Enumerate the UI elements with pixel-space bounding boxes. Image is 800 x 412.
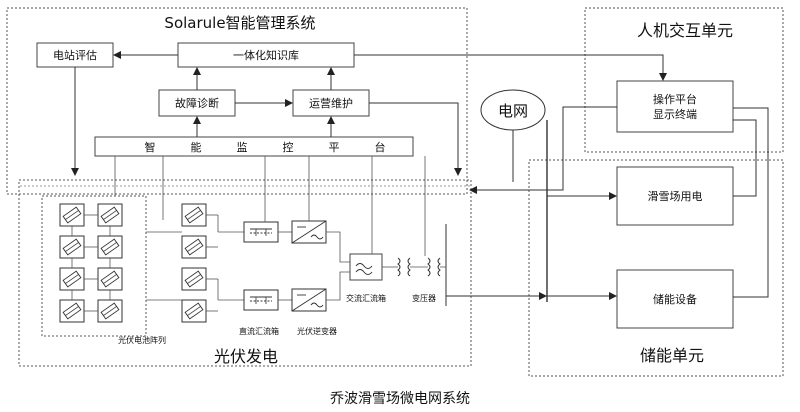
monitor-char-6: 台 (375, 140, 386, 154)
storage-device-label: 储能设备 (653, 292, 697, 306)
arrow-kb-to-hmi (354, 54, 667, 81)
signal-ski-hmi (733, 119, 757, 197)
management-title: Solarule智能管理系统 (164, 14, 315, 32)
ops-maint-label: 运营维护 (309, 96, 353, 110)
monitor-platform-box (94, 136, 414, 157)
arrow-hmi-to-field (469, 106, 617, 194)
transformer-coil-left (397, 257, 401, 277)
grid-label: 电网 (498, 102, 528, 120)
operate-platform-line1: 操作平台 (653, 92, 697, 106)
knowledge-base-box (177, 42, 355, 68)
ac-combiner-box (349, 253, 383, 281)
diagram-caption: 乔波滑雪场微电网系统 (330, 390, 470, 407)
pv-array-label: 光伏电池阵列 (118, 335, 166, 345)
operate-platform-box (616, 80, 734, 133)
pv-region (18, 179, 472, 367)
storage-device-box (616, 269, 734, 329)
transformer-coil-right (407, 257, 411, 277)
pv-inverter-label: 光伏逆变器 (297, 326, 337, 336)
pv-array-frame (41, 195, 147, 337)
ski-load-box (616, 166, 734, 226)
monitor-char-1: 智 (145, 140, 156, 154)
operate-platform-line2: 显示终端 (653, 107, 697, 121)
station-eval-label: 电站评估 (53, 48, 97, 62)
monitor-char-2: 能 (191, 140, 202, 154)
fault-diag-label: 故障诊断 (175, 96, 219, 110)
hmi-region (584, 7, 784, 153)
ski-load-label: 滑雪场用电 (648, 189, 703, 203)
ops-maint-box (292, 89, 370, 117)
hmi-title: 人机交互单元 (637, 21, 733, 40)
monitor-char-3: 监 (237, 141, 248, 154)
transformer-label: 变压器 (412, 293, 436, 303)
knowledge-base-label: 一体化知识库 (233, 48, 299, 62)
management-region (6, 7, 468, 195)
monitor-char-4: 控 (283, 140, 294, 154)
storage-title: 储能单元 (640, 346, 704, 365)
monitor-char-5: 平 (329, 141, 340, 154)
pv-title: 光伏发电 (214, 347, 278, 366)
dc-combiner-label: 直流汇流箱 (239, 326, 279, 336)
ac-combiner-label: 交流汇流箱 (346, 293, 386, 303)
arrow-ops-down (369, 102, 462, 176)
storage-region (528, 159, 784, 377)
fault-diag-box (158, 89, 236, 117)
signal-storage-hmi (733, 107, 769, 298)
